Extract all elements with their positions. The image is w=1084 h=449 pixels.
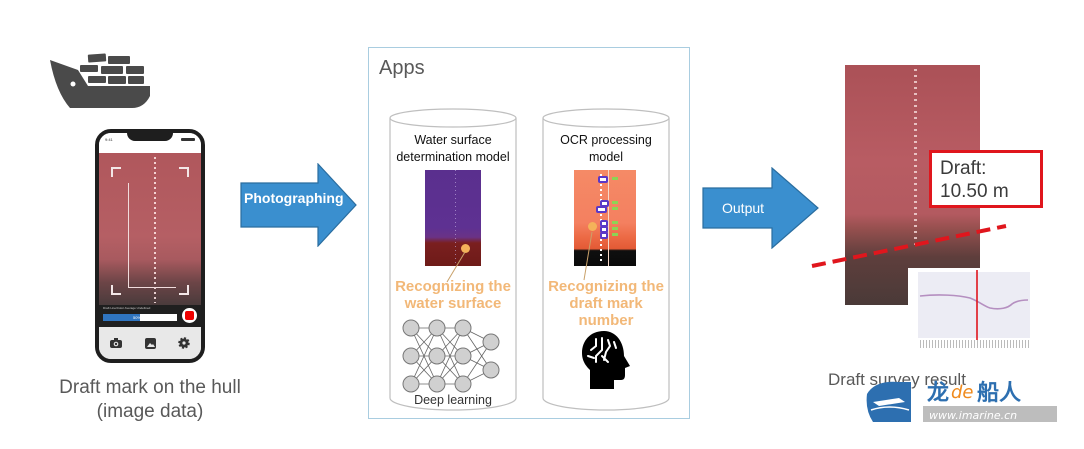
focus-corner-bottom-right	[179, 285, 189, 295]
phone-notch	[127, 133, 173, 141]
nn-node	[428, 319, 446, 337]
ocr-label	[612, 207, 618, 210]
ocr-bbox	[596, 206, 607, 213]
nn-node	[454, 347, 472, 365]
nn-node	[402, 319, 420, 337]
caption-line2: draft mark	[569, 295, 643, 312]
caption-line3: number	[578, 312, 634, 329]
caption-line1: Recognizing the	[395, 278, 511, 295]
watermark-url: www.imarine.cn	[929, 409, 1017, 422]
record-stop-button[interactable]	[182, 308, 197, 323]
water-surface-marker	[461, 244, 470, 253]
caption-line1: Recognizing the	[548, 278, 664, 295]
draft-mark-caption: Recognizing the draft mark number	[542, 278, 670, 329]
model-title: Water surface determination model	[389, 132, 517, 166]
caption-line2: water surface	[404, 295, 502, 312]
focus-corner-top-right	[179, 167, 189, 177]
apps-title: Apps	[379, 57, 425, 79]
waterline-dashed-line	[811, 224, 1007, 268]
draft-mark-scale	[154, 157, 156, 303]
phone-tab-bar	[99, 327, 201, 359]
camera-viewfinder	[99, 153, 201, 305]
nn-node	[482, 333, 500, 351]
draft-mark-scale	[914, 69, 917, 249]
draft-result-box: Draft: 10.50 m	[929, 150, 1043, 208]
ocr-label	[612, 227, 618, 230]
ocr-bbox	[600, 232, 608, 239]
mode-labels[interactable]: Draft Line/Color Average Undefined	[103, 306, 151, 310]
ai-brain-head-icon	[582, 331, 630, 389]
apps-container: Apps Water surface determination model R…	[368, 47, 690, 419]
draft-trend-mini-chart	[908, 268, 1034, 353]
capture-progress-bar: 50%	[103, 314, 177, 321]
mini-chart-x-ticks	[918, 340, 1030, 348]
nn-node	[428, 347, 446, 365]
ocr-label	[612, 177, 618, 180]
model-title: OCR processing model	[542, 132, 670, 166]
status-bar: 9:41	[99, 133, 201, 153]
model-title-line1: Water surface	[414, 133, 492, 147]
nn-connection	[436, 327, 464, 385]
output-arrow: Output	[702, 166, 819, 250]
source-caption-line1: Draft mark on the hull	[59, 377, 241, 398]
signal-battery-icon	[181, 138, 195, 141]
draft-value: 10.50 m	[940, 181, 1009, 202]
smartphone-mockup: 9:41 Draft Line/Color Average Undefined …	[95, 129, 205, 363]
ocr-bbox	[598, 176, 608, 183]
draft-mark-marker	[588, 222, 597, 231]
neural-network-icon	[402, 319, 500, 393]
result-caption: Draft survey result	[828, 370, 966, 389]
guide-horizontal-line	[128, 287, 176, 288]
progress-fill	[103, 314, 140, 321]
source-caption-line2: (image data)	[96, 401, 204, 422]
ocr-processing-model: OCR processing model Recognizing the dra	[542, 108, 670, 413]
nn-connection	[410, 327, 438, 385]
camera-icon[interactable]	[110, 337, 122, 349]
output-label: Output	[722, 200, 765, 216]
gallery-icon[interactable]	[144, 337, 156, 349]
ocr-detection-image	[574, 170, 636, 266]
capture-controls: Draft Line/Color Average Undefined 50%	[99, 305, 201, 327]
nn-node	[454, 375, 472, 393]
watermark-brand-cn-2: 船人	[977, 380, 1021, 406]
nn-node	[402, 375, 420, 393]
ocr-label	[612, 221, 618, 224]
model-title-line1: OCR processing	[560, 133, 652, 147]
model-title-line2: model	[588, 150, 624, 164]
nn-node	[428, 375, 446, 393]
water-surface-caption: Recognizing the water surface	[389, 278, 517, 312]
mini-chart-plot-area	[918, 272, 1030, 338]
water-surface-model: Water surface determination model Recogn…	[389, 108, 517, 413]
photographing-arrow: Photographing	[240, 162, 357, 248]
callout-line	[583, 231, 593, 281]
nn-node	[482, 361, 500, 379]
callout-line	[446, 251, 466, 283]
water-segmentation-image	[425, 170, 481, 266]
model-title-line2: determination model	[396, 150, 510, 164]
status-time: 9:41	[105, 137, 113, 142]
nn-node	[402, 347, 420, 365]
watermark-brand-de: de	[951, 382, 974, 403]
progress-text: 50%	[133, 315, 142, 320]
ocr-label	[612, 201, 618, 204]
guide-vertical-line	[128, 183, 129, 287]
watermark-logo: 龙 de 船人 www.imarine.cn	[866, 380, 1057, 422]
deep-learning-label: Deep learning	[414, 393, 492, 407]
cargo-ship-icon	[50, 53, 150, 108]
watermark-brand-cn-1: 龙	[927, 381, 949, 406]
nn-node	[454, 319, 472, 337]
settings-gear-icon[interactable]	[178, 337, 190, 349]
mini-chart-series	[919, 294, 1029, 310]
ocr-label	[612, 233, 618, 236]
focus-corner-top-left	[111, 167, 121, 177]
source-caption: Draft mark on the hull (image data)	[20, 376, 280, 424]
focus-corner-bottom-left	[111, 285, 121, 295]
draft-label: Draft:	[940, 158, 987, 179]
photographing-label: Photographing	[244, 190, 344, 206]
